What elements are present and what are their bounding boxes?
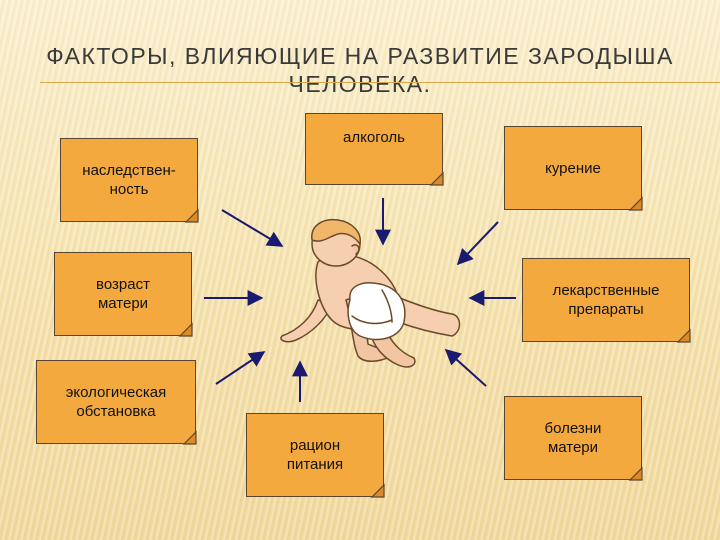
factor-mother-age: возраст матери <box>54 252 192 336</box>
crawling-baby-illustration <box>280 218 461 368</box>
box-folds <box>178 171 691 498</box>
factor-ecology: экологическая обстановка <box>36 360 196 444</box>
factor-heredity: наследствен- ность <box>60 138 198 222</box>
arrow-mother-illness <box>444 348 487 387</box>
arrow-heredity <box>221 209 284 247</box>
factor-nutrition: рацион питания <box>246 413 384 497</box>
title-underline <box>40 82 720 83</box>
factor-medications: лекарственные препараты <box>522 258 690 342</box>
factor-alcohol: алкоголь <box>305 113 443 185</box>
slide-title: ФАКТОРЫ, ВЛИЯЮЩИЕ НА РАЗВИТИЕ ЗАРОДЫША Ч… <box>46 43 674 97</box>
arrow-ecology <box>215 351 266 385</box>
factor-smoking: курение <box>504 126 642 210</box>
factor-mother-illness: болезни матери <box>504 396 642 480</box>
arrow-smoking <box>456 221 499 266</box>
